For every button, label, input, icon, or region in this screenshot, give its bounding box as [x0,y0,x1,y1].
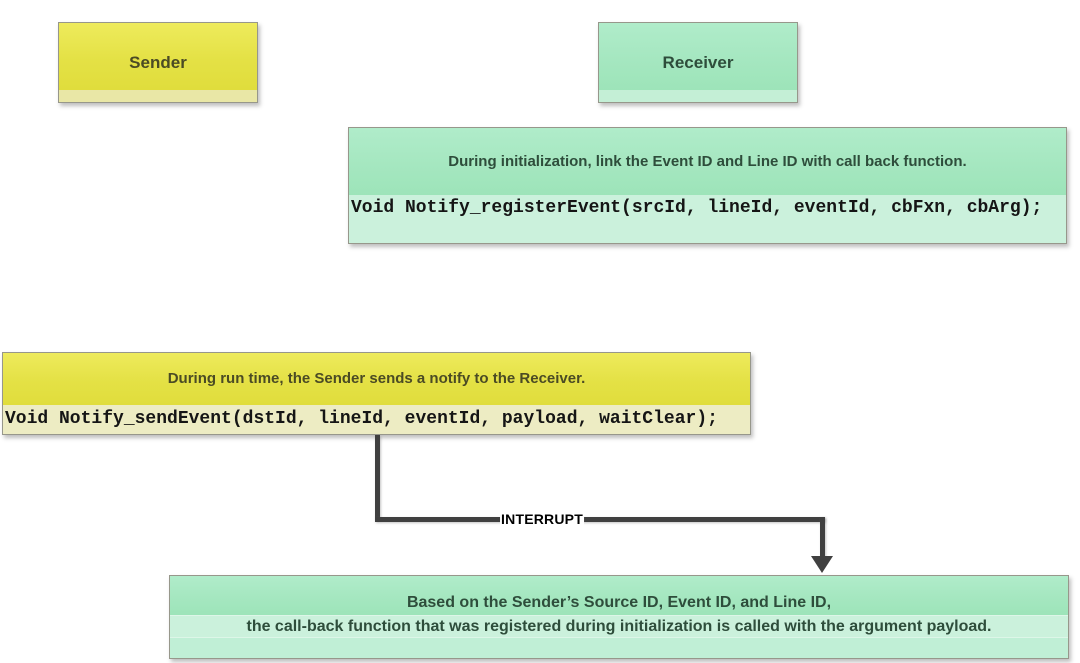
receiver-label: Receiver [662,52,734,72]
sender-box-body [59,23,257,90]
callback-caption-band1: Based on the Sender’s Source ID, Event I… [170,576,1068,615]
register-event-code: Void Notify_registerEvent(srcId, lineId,… [349,194,1066,243]
interrupt-arrowhead-icon [811,556,833,573]
send-event-caption: During run time, the Sender sends a noti… [3,353,750,405]
register-event-box: During initialization, link the Event ID… [348,127,1067,244]
interrupt-arrow-label: INTERRUPT [500,511,584,527]
receiver-box: Receiver [598,22,798,103]
callback-caption-band2: the call-back function that was register… [170,615,1068,637]
register-event-caption: During initialization, link the Event ID… [349,128,1066,195]
callback-caption-line2: the call-back function that was register… [246,617,992,635]
callback-box: Based on the Sender’s Source ID, Event I… [169,575,1069,659]
receiver-box-strip [599,90,797,102]
receiver-box-body [599,23,797,90]
send-event-box: During run time, the Sender sends a noti… [2,352,751,435]
send-event-code: Void Notify_sendEvent(dstId, lineId, eve… [3,404,750,434]
interrupt-arrow-segment-down2 [820,517,825,558]
sender-box: Sender [58,22,258,103]
interrupt-arrow-segment-across [375,517,825,522]
interrupt-arrow-segment-down1 [375,435,380,520]
callback-caption-line1: Based on the Sender’s Source ID, Event I… [406,594,832,611]
callback-box-strip [170,637,1068,658]
sender-box-strip [59,90,257,102]
sender-label: Sender [129,52,187,72]
